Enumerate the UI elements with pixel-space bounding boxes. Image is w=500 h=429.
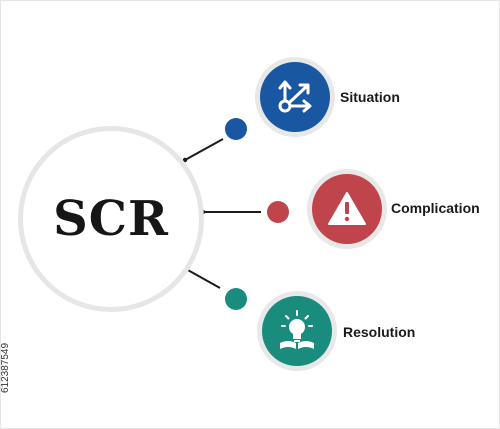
stock-id-text: 612387549 [0, 342, 11, 393]
complication-label: Complication [391, 200, 480, 216]
situation-dot [225, 118, 247, 140]
complication-dot [267, 201, 289, 223]
situation-badge [260, 62, 330, 132]
arrows-icon [278, 80, 312, 113]
complication-badge [312, 174, 382, 244]
connector-situation [184, 138, 224, 161]
connector-resolution [185, 268, 221, 289]
scr-hub-circle: SCR [18, 126, 204, 312]
resolution-dot [225, 288, 247, 310]
resolution-label: Resolution [343, 324, 416, 340]
lightbulb-book-icon [280, 310, 314, 349]
warning-icon [328, 192, 366, 225]
situation-label: Situation [340, 89, 400, 105]
hub-title: SCR [53, 191, 169, 247]
resolution-badge [262, 296, 332, 366]
